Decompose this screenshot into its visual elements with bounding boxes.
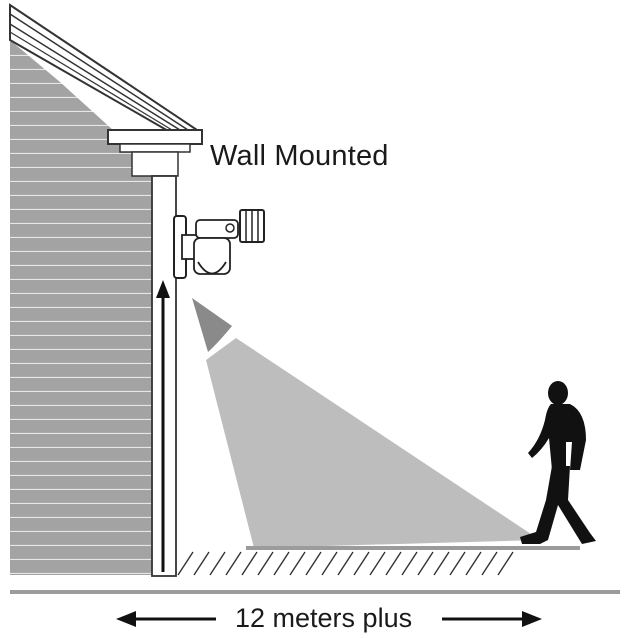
title-label: Wall Mounted — [210, 140, 389, 172]
light-beam — [206, 338, 540, 548]
security-light-icon — [173, 209, 265, 279]
ground-strip — [246, 546, 580, 550]
sensor-cone — [192, 298, 232, 352]
house-wall-icon — [9, 3, 204, 577]
ground-hatching — [177, 551, 514, 576]
height-arrow — [156, 280, 170, 572]
distance-label: 12 meters plus — [235, 603, 413, 633]
distance-arrow-left — [116, 611, 216, 627]
distance-arrow-right — [442, 611, 542, 627]
ground-line — [10, 590, 620, 594]
walking-person-icon — [520, 381, 596, 544]
